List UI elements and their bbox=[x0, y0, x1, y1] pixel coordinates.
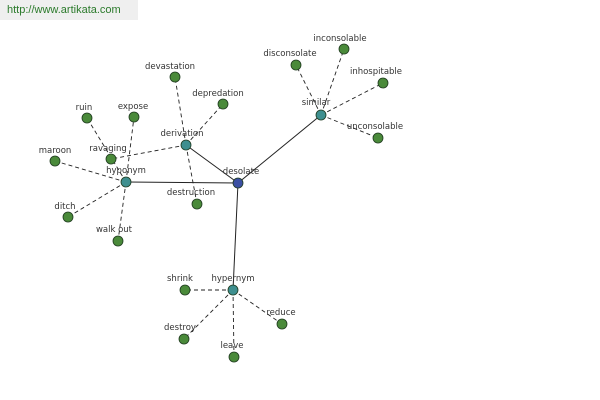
edge-derivation-destruction bbox=[185, 144, 198, 205]
node-disconsolate[interactable] bbox=[290, 59, 302, 71]
source-banner: http://www.artikata.com bbox=[0, 0, 138, 20]
edge-desolate-similar bbox=[237, 114, 322, 184]
edge-desolate-derivation bbox=[185, 144, 239, 184]
node-label-inconsolable[interactable]: inconsolable bbox=[313, 34, 366, 44]
edge-derivation-depredation bbox=[185, 103, 224, 146]
node-similar[interactable] bbox=[315, 109, 327, 121]
node-label-depredation[interactable]: depredation bbox=[192, 89, 243, 99]
node-expose[interactable] bbox=[128, 111, 140, 123]
node-label-hyponym[interactable]: hyponym bbox=[106, 166, 146, 176]
node-label-reduce[interactable]: reduce bbox=[266, 308, 295, 318]
edge-derivation-devastation bbox=[174, 76, 187, 146]
graph-labels: desolate similar derivation hyponym hypernym… bbox=[39, 34, 403, 351]
node-walk_out[interactable] bbox=[112, 235, 124, 247]
node-hyponym[interactable] bbox=[120, 176, 132, 188]
node-label-desolate[interactable]: desolate bbox=[223, 167, 259, 177]
node-reduce[interactable] bbox=[276, 318, 288, 330]
edge-desolate-hypernym bbox=[232, 182, 239, 291]
node-label-disconsolate[interactable]: disconsolate bbox=[263, 49, 316, 59]
edge-hyponym-walk_out bbox=[117, 181, 127, 242]
edge-desolate-hyponym bbox=[125, 181, 239, 184]
edge-hyponym-expose bbox=[125, 116, 135, 183]
graph-nodes bbox=[49, 43, 389, 363]
node-leave[interactable] bbox=[228, 351, 240, 363]
edge-hyponym-ditch bbox=[67, 181, 127, 218]
node-label-derivation[interactable]: derivation bbox=[160, 129, 203, 139]
edge-similar-inhospitable bbox=[320, 82, 384, 116]
node-label-walk_out[interactable]: walk out bbox=[96, 225, 133, 235]
node-label-ravaging[interactable]: ravaging bbox=[89, 144, 126, 154]
edge-hyponym-ruin bbox=[86, 117, 127, 183]
node-ravaging[interactable] bbox=[105, 153, 117, 165]
node-label-unconsolable[interactable]: unconsolable bbox=[347, 122, 403, 132]
edge-hyponym-maroon bbox=[54, 160, 127, 183]
node-ditch[interactable] bbox=[62, 211, 74, 223]
node-destroy[interactable] bbox=[178, 333, 190, 345]
node-label-expose[interactable]: expose bbox=[118, 102, 148, 112]
node-label-destroy[interactable]: destroy bbox=[164, 323, 196, 333]
node-devastation[interactable] bbox=[169, 71, 181, 83]
edge-hypernym-destroy bbox=[183, 289, 234, 340]
node-label-devastation[interactable]: devastation bbox=[145, 62, 195, 72]
node-hypernym[interactable] bbox=[227, 284, 239, 296]
node-shrink[interactable] bbox=[179, 284, 191, 296]
source-url-link[interactable]: http://www.artikata.com bbox=[7, 4, 121, 16]
node-inhospitable[interactable] bbox=[377, 77, 389, 89]
node-derivation[interactable] bbox=[180, 139, 192, 151]
node-label-ruin[interactable]: ruin bbox=[76, 103, 93, 113]
node-ruin[interactable] bbox=[81, 112, 93, 124]
node-label-ditch[interactable]: ditch bbox=[54, 202, 75, 212]
edge-similar-disconsolate bbox=[295, 64, 322, 116]
node-desolate[interactable] bbox=[232, 177, 244, 189]
node-inconsolable[interactable] bbox=[338, 43, 350, 55]
node-maroon[interactable] bbox=[49, 155, 61, 167]
node-label-leave[interactable]: leave bbox=[220, 341, 243, 351]
node-depredation[interactable] bbox=[217, 98, 229, 110]
node-label-destruction[interactable]: destruction bbox=[167, 188, 215, 198]
graph-edges bbox=[54, 48, 384, 358]
edge-similar-inconsolable bbox=[320, 48, 345, 116]
edge-hypernym-reduce bbox=[232, 289, 283, 325]
node-label-shrink[interactable]: shrink bbox=[167, 274, 193, 284]
edge-derivation-ravaging bbox=[110, 144, 187, 160]
node-label-maroon[interactable]: maroon bbox=[39, 146, 72, 156]
node-unconsolable[interactable] bbox=[372, 132, 384, 144]
node-label-similar[interactable]: similar bbox=[302, 98, 331, 108]
node-label-inhospitable[interactable]: inhospitable bbox=[350, 67, 402, 77]
edge-similar-unconsolable bbox=[320, 114, 379, 139]
node-destruction[interactable] bbox=[191, 198, 203, 210]
node-label-hypernym[interactable]: hypernym bbox=[211, 274, 254, 284]
